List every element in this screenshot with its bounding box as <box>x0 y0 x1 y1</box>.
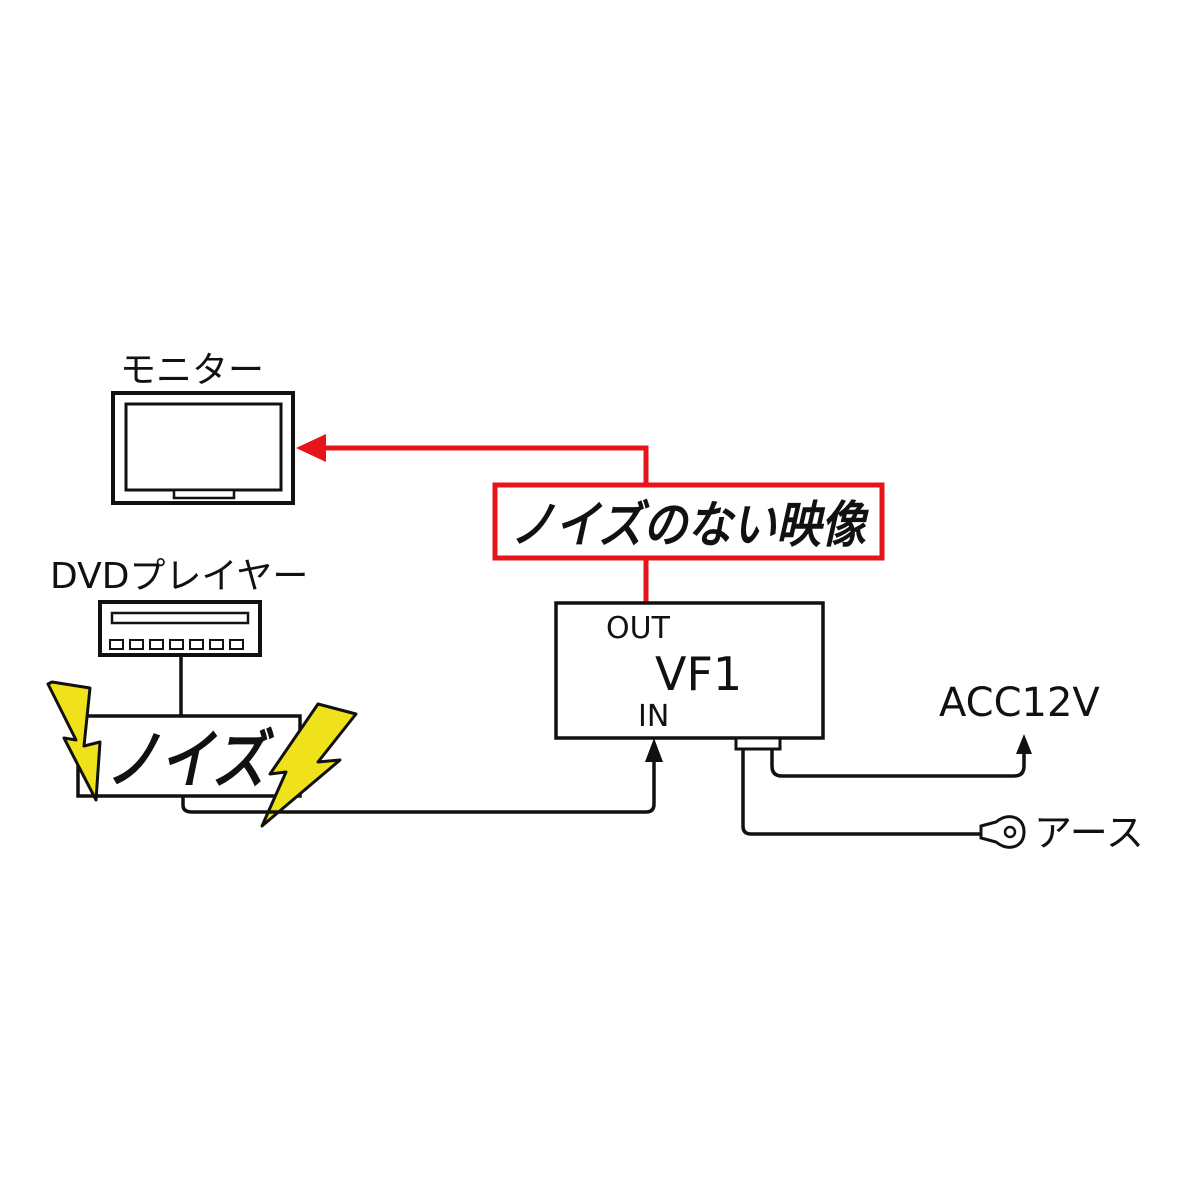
noise-free-video-label: ノイズのない映像 <box>511 496 870 554</box>
dvd-player-label: DVDプレイヤー <box>50 556 308 597</box>
ground-terminal-icon <box>979 815 1026 849</box>
noisy-signal-line <box>181 738 663 814</box>
filter-name-label: VF1 <box>655 647 742 701</box>
monitor-label: モニター <box>120 350 264 391</box>
filter-out-label: OUT <box>606 611 671 646</box>
arrow-to-monitor-icon <box>296 434 326 462</box>
filter-in-label: IN <box>638 699 669 734</box>
acc-label: ACC12V <box>939 680 1100 726</box>
acc-wire <box>770 734 1032 778</box>
power-connector <box>734 736 782 751</box>
arrow-to-filter-icon <box>645 738 663 762</box>
lightning-icon-right <box>260 702 358 828</box>
noise-free-video-box <box>492 482 885 561</box>
noise-box <box>76 714 302 798</box>
monitor-icon <box>111 391 295 505</box>
lightning-icon-left <box>46 680 102 802</box>
vf1-filter-box <box>554 601 825 740</box>
noise-label: ノイズ <box>106 724 274 798</box>
ground-wire <box>741 749 983 836</box>
acc-arrow-icon <box>1016 734 1032 754</box>
ground-label: アース <box>1034 811 1144 855</box>
dvd-player-icon <box>98 600 262 657</box>
